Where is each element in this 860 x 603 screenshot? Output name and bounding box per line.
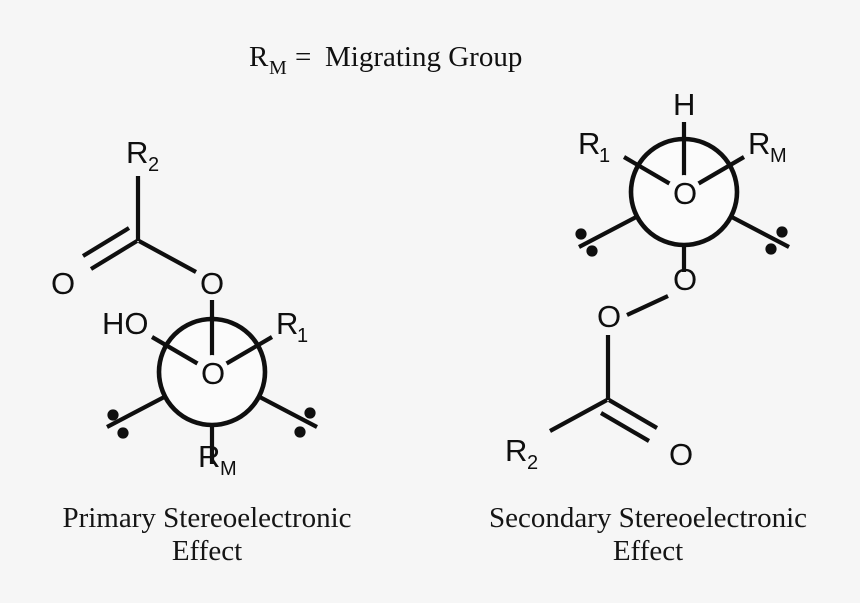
secondary-peroxide-oxygen-label: O xyxy=(673,262,697,297)
primary-lone-pair-dot xyxy=(107,409,119,421)
legend-equals: = xyxy=(295,41,311,73)
panel-primary: R 2 O O xyxy=(51,135,352,567)
secondary-bond-peroxide-to-esteroxygen xyxy=(626,294,669,317)
primary-r2-subscript: 2 xyxy=(148,154,159,176)
secondary-caption: Secondary Stereoelectronic Effect xyxy=(489,502,807,567)
secondary-rm-subscript: M xyxy=(770,145,787,167)
secondary-bond-carbonyl-double-a xyxy=(607,398,659,430)
secondary-r2-subscript: 2 xyxy=(527,452,538,474)
primary-lone-pair-dot xyxy=(304,407,316,419)
primary-carbonyl-oxygen-label: O xyxy=(51,266,75,301)
primary-newman-projection: O HO R 1 R M xyxy=(102,306,318,480)
secondary-carbonyl-oxygen-label: O xyxy=(669,437,693,472)
secondary-center-atom-label: O xyxy=(673,176,697,211)
secondary-lone-pair-dot xyxy=(765,243,777,255)
primary-caption: Primary Stereoelectronic Effect xyxy=(62,502,351,567)
secondary-h-label: H xyxy=(673,87,695,122)
primary-ester-oxygen-label: O xyxy=(200,266,224,301)
secondary-r2-label: R xyxy=(505,433,527,468)
secondary-r1-subscript: 1 xyxy=(599,145,610,167)
secondary-r1-label: R xyxy=(578,126,600,161)
secondary-bond-carbonyl-double-b xyxy=(599,411,651,443)
secondary-bond-carbonyl-to-r2 xyxy=(548,398,609,433)
primary-center-atom-label: O xyxy=(201,356,225,391)
primary-ester-group: R 2 O O xyxy=(51,135,224,360)
secondary-lone-pair-dot xyxy=(575,228,587,240)
primary-rm-subscript: M xyxy=(220,458,237,480)
secondary-center-atom-mask xyxy=(667,175,701,209)
primary-r1-subscript: 1 xyxy=(297,325,308,347)
panel-secondary: H O R 1 R M xyxy=(489,87,807,567)
legend-definition: Migrating Group xyxy=(325,41,522,73)
legend-symbol-subscript: M xyxy=(269,57,287,79)
primary-lone-pair-dot xyxy=(294,426,306,438)
primary-bond-carbonyl-double-b xyxy=(81,226,131,258)
secondary-lone-pair-left xyxy=(575,228,598,257)
primary-lone-pair-right xyxy=(294,407,316,438)
primary-center-atom-mask xyxy=(195,355,229,389)
primary-r1-label: R xyxy=(276,306,298,341)
secondary-newman-projection: H O R 1 R M xyxy=(575,87,790,272)
secondary-rm-label: R xyxy=(748,126,770,161)
primary-bond-carbonyl-double-a xyxy=(89,239,139,271)
primary-caption-line1: Primary Stereoelectronic xyxy=(62,502,351,534)
legend-symbol: R xyxy=(249,41,269,73)
primary-bond-carbonyl-to-esteroxygen xyxy=(137,239,198,274)
primary-ho-label: HO xyxy=(102,306,149,341)
secondary-lone-pair-dot xyxy=(586,245,598,257)
primary-lone-pair-dot xyxy=(117,427,129,439)
primary-rm-label: R xyxy=(198,439,220,474)
secondary-lone-pair-dot xyxy=(776,226,788,238)
secondary-caption-line1: Secondary Stereoelectronic xyxy=(489,502,807,534)
secondary-caption-line2: Effect xyxy=(613,535,683,567)
primary-caption-line2: Effect xyxy=(172,535,242,567)
secondary-lone-pair-right xyxy=(765,226,788,255)
secondary-ester-group: O O O R 2 xyxy=(505,262,697,474)
legend-group: R M = Migrating Group xyxy=(249,41,522,79)
primary-r2-label: R xyxy=(126,135,148,170)
primary-lone-pair-left xyxy=(107,409,129,439)
secondary-ester-oxygen-label: O xyxy=(597,299,621,334)
